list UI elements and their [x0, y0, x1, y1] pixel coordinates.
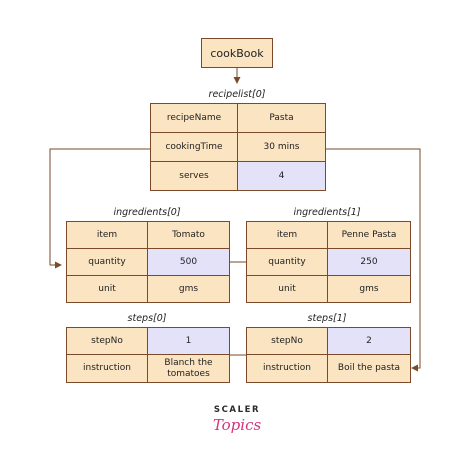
step-key: instruction — [66, 354, 148, 383]
step-0-title: steps[0] — [127, 313, 167, 324]
step-row: instruction Boil the pasta — [246, 354, 411, 383]
ingredient-row: quantity 500 — [66, 248, 230, 276]
ingredient-key: unit — [246, 275, 328, 303]
step-row: instruction Blanch the tomatoes — [66, 354, 230, 383]
step-0-object: stepNo 1 instruction Blanch the tomatoes — [66, 327, 230, 383]
recipe-title: recipelist[0] — [208, 89, 266, 100]
ingredient-value: gms — [147, 275, 230, 303]
ingredient-row: item Tomato — [66, 221, 230, 249]
logo-line-2: Topics — [212, 416, 262, 434]
step-row: stepNo 2 — [246, 327, 411, 355]
ingredient-value: Tomato — [147, 221, 230, 249]
recipe-key: cookingTime — [150, 132, 238, 162]
ingredient-1-title: ingredients[1] — [293, 207, 361, 218]
ingredient-key: item — [66, 221, 148, 249]
step-1-title: steps[1] — [307, 313, 347, 324]
ingredient-value: Penne Pasta — [327, 221, 411, 249]
ingredient-0-title: ingredients[0] — [113, 207, 181, 218]
logo-line-1: SCALER — [213, 405, 261, 415]
ingredient-row: unit gms — [66, 275, 230, 303]
step-value: 1 — [147, 327, 230, 355]
step-value: Boil the pasta — [327, 354, 411, 383]
ingredient-value: gms — [327, 275, 411, 303]
ingredient-key: quantity — [246, 248, 328, 276]
recipe-value: 30 mins — [237, 132, 326, 162]
recipe-object: recipeName Pasta cookingTime 30 mins ser… — [150, 103, 326, 191]
recipe-row: serves 4 — [150, 161, 326, 191]
step-1-object: stepNo 2 instruction Boil the pasta — [246, 327, 411, 383]
ingredient-row: item Penne Pasta — [246, 221, 411, 249]
recipe-key: recipeName — [150, 103, 238, 133]
recipe-key: serves — [150, 161, 238, 191]
root-label: cookBook — [210, 46, 264, 60]
step-value: 2 — [327, 327, 411, 355]
step-value: Blanch the tomatoes — [147, 354, 230, 383]
ingredient-1-object: item Penne Pasta quantity 250 unit gms — [246, 221, 411, 303]
ingredient-key: unit — [66, 275, 148, 303]
ingredient-key: item — [246, 221, 328, 249]
recipe-row: recipeName Pasta — [150, 103, 326, 133]
ingredient-row: quantity 250 — [246, 248, 411, 276]
step-key: stepNo — [66, 327, 148, 355]
recipe-value: Pasta — [237, 103, 326, 133]
scaler-topics-logo: SCALER Topics — [204, 404, 270, 446]
step-key: stepNo — [246, 327, 328, 355]
step-key: instruction — [246, 354, 328, 383]
recipe-value: 4 — [237, 161, 326, 191]
ingredient-row: unit gms — [246, 275, 411, 303]
ingredient-value: 500 — [147, 248, 230, 276]
recipe-row: cookingTime 30 mins — [150, 132, 326, 162]
ingredient-key: quantity — [66, 248, 148, 276]
ingredient-0-object: item Tomato quantity 500 unit gms — [66, 221, 230, 303]
step-row: stepNo 1 — [66, 327, 230, 355]
root-node: cookBook — [201, 38, 273, 68]
ingredient-value: 250 — [327, 248, 411, 276]
